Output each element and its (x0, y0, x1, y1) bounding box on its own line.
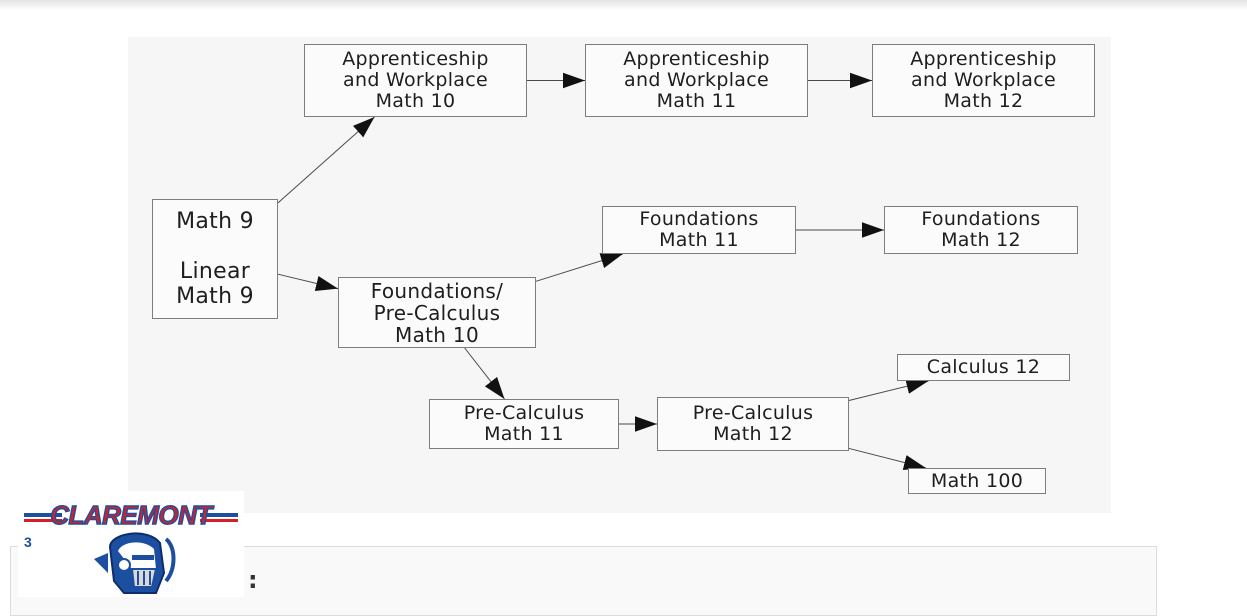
node-apprenticeship-math-10: Apprenticeship and Workplace Math 10 (304, 44, 527, 117)
node-math-9: Math 9 Linear Math 9 (152, 199, 278, 319)
node-math-100: Math 100 (908, 468, 1046, 494)
arrow-math9-to-fpc10 (277, 273, 339, 291)
node-foundations-precalc-math-10: Foundations/ Pre-Calculus Math 10 (338, 277, 536, 348)
node-foundations-math-11: Foundations Math 11 (602, 206, 796, 254)
arrow-fpc10-to-pc11 (464, 347, 505, 400)
arrow-pc12-to-m100 (848, 447, 927, 471)
node-apprenticeship-math-12: Apprenticeship and Workplace Math 12 (872, 44, 1095, 117)
course-pathway-diagram: Apprenticeship and Workplace Math 10 App… (128, 37, 1111, 513)
arrow-fpc10-to-f11 (535, 253, 623, 282)
arrow-layer (277, 72, 929, 471)
node-precalc-math-12: Pre-Calculus Math 12 (657, 397, 849, 451)
node-apprenticeship-math-11: Apprenticeship and Workplace Math 11 (585, 44, 808, 117)
node-calculus-12: Calculus 12 (897, 354, 1070, 381)
node-precalc-math-11: Pre-Calculus Math 11 (429, 399, 619, 449)
top-shadow (0, 0, 1247, 10)
arrow-pc12-to-calc12 (848, 378, 929, 401)
arrow-math9-to-aw10 (277, 116, 375, 204)
claremont-logo: 3 CLAREMONT (18, 491, 244, 597)
text-cursor: : (248, 566, 258, 594)
svg-text:3: 3 (24, 534, 32, 550)
node-foundations-math-12: Foundations Math 12 (884, 206, 1078, 254)
svg-text:CLAREMONT: CLAREMONT (50, 500, 214, 530)
